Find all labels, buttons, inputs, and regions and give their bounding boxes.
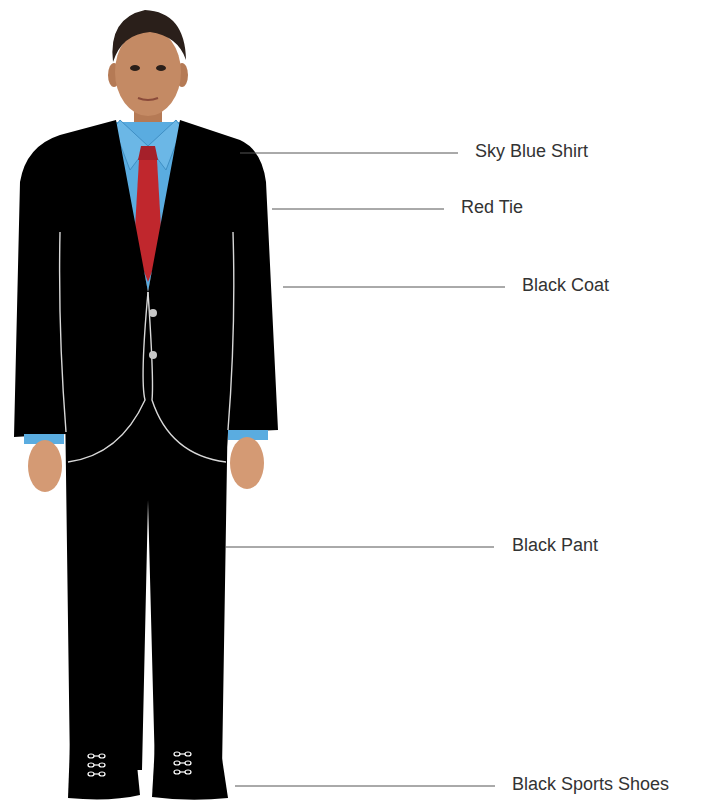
part-label: Black Sports Shoes [512, 774, 669, 795]
eye [156, 65, 166, 71]
shoe-laces [88, 752, 191, 776]
part-label: Black Pant [512, 535, 598, 556]
coat-shape [14, 120, 278, 467]
shoe-shape [68, 745, 140, 799]
coat-button [149, 351, 157, 359]
eye [130, 65, 140, 71]
hand [230, 437, 264, 489]
hair [112, 10, 186, 62]
part-label: Red Tie [461, 197, 523, 218]
part-label: Black Coat [522, 275, 609, 296]
shoe-shape [152, 745, 228, 800]
part-label: Sky Blue Shirt [475, 141, 588, 162]
coat-button [149, 309, 157, 317]
hand [28, 440, 62, 492]
coat-seams [60, 232, 234, 462]
mouth [138, 98, 158, 100]
tie-knot [138, 146, 158, 160]
leader-lines [225, 153, 505, 786]
